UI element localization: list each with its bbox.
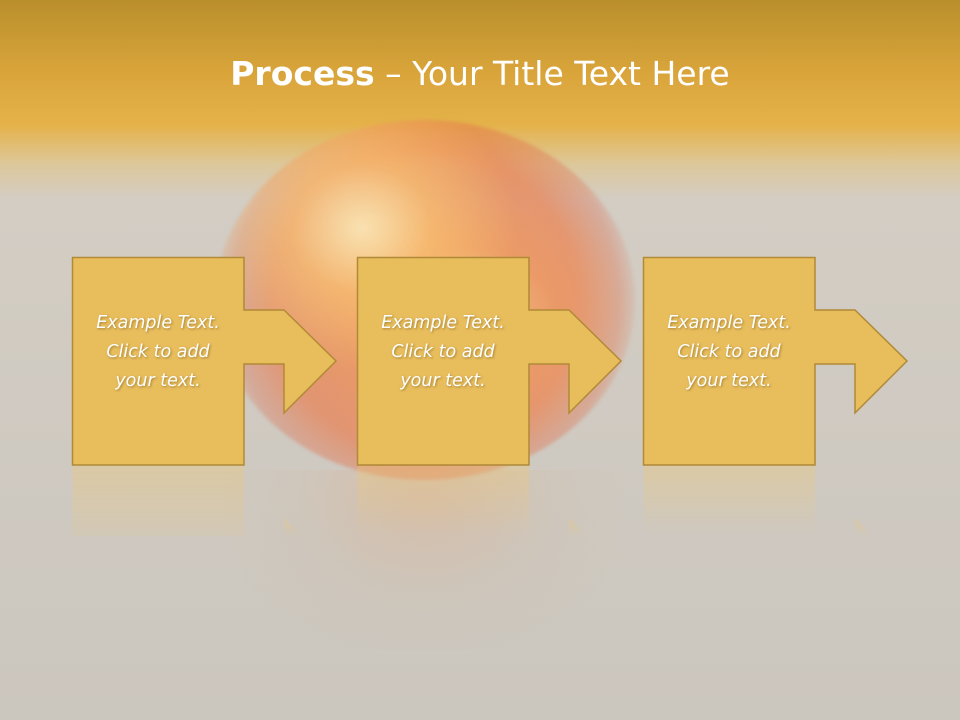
- process-step-1[interactable]: Example Text. Click to add your text.: [71, 256, 372, 467]
- title-bold: Process: [230, 54, 375, 93]
- process-step-3[interactable]: Example Text. Click to add your text.: [642, 256, 943, 467]
- step-3-reflection: [643, 466, 943, 536]
- process-step-2[interactable]: Example Text. Click to add your text.: [356, 256, 657, 467]
- arrow-box-shape: [642, 256, 909, 466]
- step-1-reflection: [72, 466, 372, 536]
- step-2-reflection: [357, 466, 657, 536]
- title-rest: – Your Title Text Here: [374, 54, 730, 93]
- step-text: Example Text. Click to add your text.: [381, 313, 505, 391]
- arrow-box-shape: [356, 256, 623, 466]
- step-text: Example Text. Click to add your text.: [667, 313, 791, 391]
- arrow-box-shape: [71, 256, 338, 466]
- slide-title[interactable]: Process – Your Title Text Here: [0, 52, 960, 96]
- step-text: Example Text. Click to add your text.: [96, 313, 220, 391]
